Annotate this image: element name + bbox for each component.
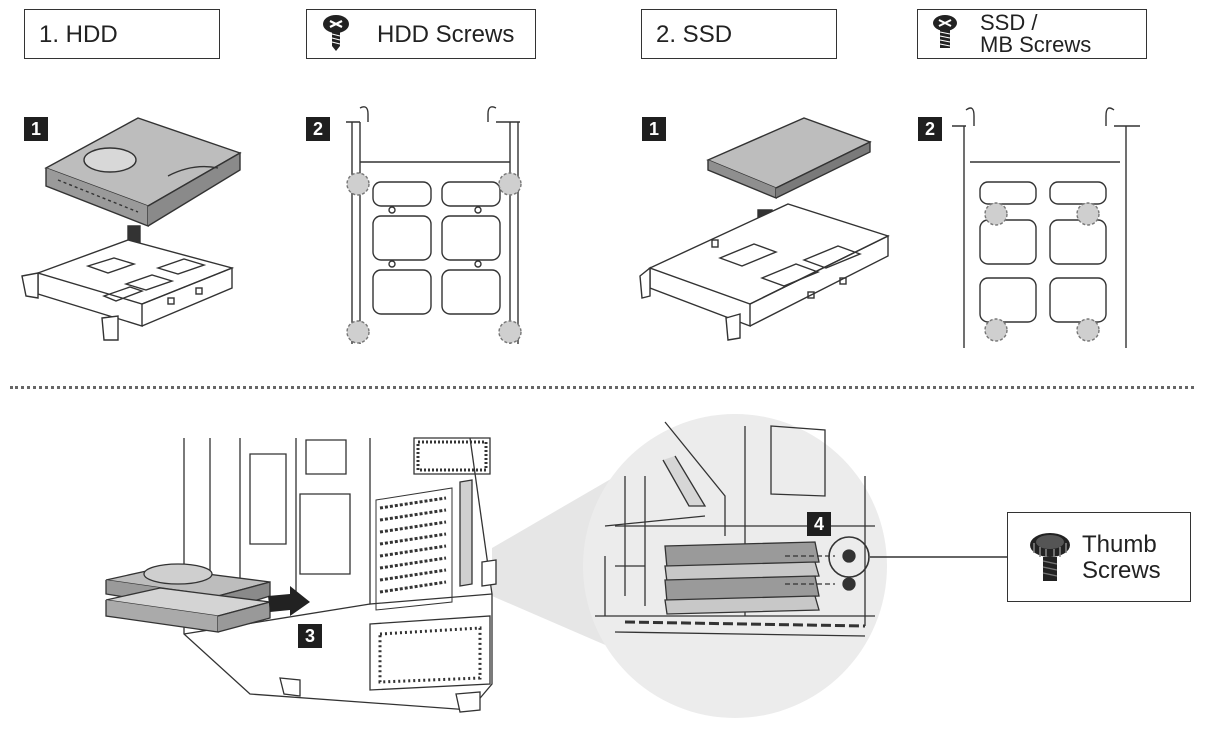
case-install-illustration [105,437,497,713]
ssd-mb-screws-label-line1: SSD / [980,10,1038,35]
hdd-step-2-badge: 2 [306,117,330,141]
screw-hole-highlight [346,320,370,344]
screw-hole-highlight [1076,202,1100,226]
ssd-step-1-badge: 1 [642,117,666,141]
ssd-mb-screws-label-box: SSD / MB Screws [917,9,1147,59]
screw-hole-highlight [498,172,522,196]
thumb-screws-label-line1: Thumb [1082,531,1157,558]
hdd-bracket-screw-diagram [346,106,522,344]
hdd-label: 1. HDD [39,21,118,48]
section-divider [10,386,1194,389]
hdd-screws-label-box: HDD Screws [306,9,536,59]
thumb-screw-icon [1030,533,1070,581]
screw-hole-highlight [1076,318,1100,342]
hdd-step-1-badge: 1 [24,117,48,141]
ssd-label-box: 2. SSD [641,9,837,59]
hdd-into-tray-illustration [21,117,242,341]
ssd-mb-screws-label-line2: MB Screws [980,32,1092,57]
ssd-into-tray-illustration [639,117,890,341]
screw-hole-highlight [984,318,1008,342]
install-step-4-badge: 4 [807,512,831,536]
thumb-screws-label-box: Thumb Screws [1007,512,1191,602]
install-step-3-badge: 3 [298,624,322,648]
thumb-screws-label-line2: Screws [1082,557,1161,584]
zoom-detail-illustration [595,421,875,637]
screw-icon [933,15,957,48]
hdd-label-box: 1. HDD [24,9,220,59]
screw-hole-highlight [346,172,370,196]
screw-hole-highlight [984,202,1008,226]
screw-hole-highlight [498,320,522,344]
hdd-screws-label: HDD Screws [377,21,515,48]
ssd-step-2-badge: 2 [918,117,942,141]
ssd-bracket-screw-diagram [952,107,1140,348]
screw-icon [323,15,349,51]
ssd-label: 2. SSD [656,21,733,48]
